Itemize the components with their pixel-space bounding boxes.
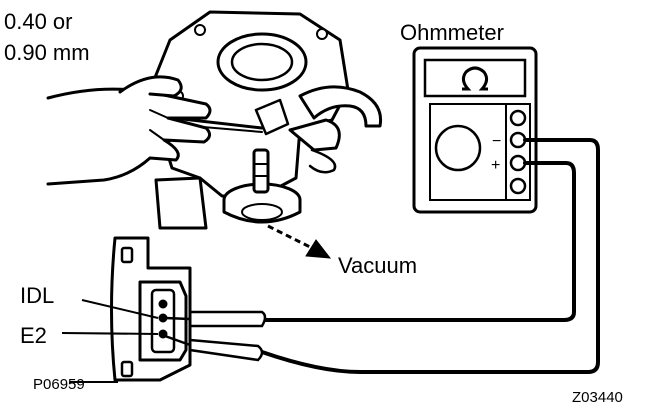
lead-negative-wire (260, 138, 600, 374)
terminal-idl-label: IDL (20, 283, 54, 308)
terminal-leaders (61, 299, 159, 383)
vacuum-arrow (267, 224, 332, 259)
throttle-plate (230, 42, 294, 82)
mount-boss-lower (120, 360, 134, 378)
carburetor (148, 10, 383, 230)
ohmmeter (412, 46, 538, 214)
pin-idl (158, 313, 168, 323)
test-leads (260, 138, 600, 374)
polarity-negative: − (492, 133, 501, 150)
vacuum-arrow-shaft (267, 224, 313, 250)
linkage-hook (308, 148, 337, 174)
polarity-positive: + (491, 157, 500, 174)
thumb (118, 75, 183, 98)
idl-leader (81, 299, 159, 319)
linkage-arm (298, 85, 383, 128)
ohmmeter-terminal-negative (509, 131, 527, 149)
ohmmeter-terminal-1 (509, 109, 527, 127)
mount-boss-upper (120, 246, 134, 264)
gap-label-line1: 0.40 or (4, 9, 73, 34)
finger-line-2 (149, 129, 165, 141)
vacuum-label: Vacuum (338, 253, 417, 278)
lower-housing (154, 176, 208, 230)
figure-code: Z03440 (572, 389, 623, 406)
hand (46, 75, 212, 186)
probe-upper (188, 310, 267, 328)
connector-socket (150, 288, 176, 354)
linkage-lever (288, 118, 341, 152)
flange-hole-1 (194, 24, 206, 36)
flange-hole-2 (316, 28, 328, 40)
adjust-screw (254, 98, 290, 136)
finger-line-1 (149, 109, 169, 119)
part-code: P06959 (33, 376, 85, 393)
ohmmeter-terminal-4 (509, 177, 527, 195)
ohmmeter-dial (434, 124, 482, 172)
ohmmeter-face-frame (429, 103, 507, 201)
ohmmeter-case (412, 46, 538, 214)
sensor-connector (110, 236, 192, 382)
ohmmeter-label: Ohmmeter (400, 20, 504, 45)
terminal-e2-label: E2 (20, 323, 47, 348)
e2-leader (61, 332, 159, 335)
pin-vc (158, 299, 168, 309)
vacuum-plunger (252, 148, 270, 194)
sensor-housing (110, 236, 192, 382)
test-probes (164, 310, 267, 362)
ohm-symbol-icon (461, 66, 489, 91)
ohmmeter-terminal-strip (505, 103, 531, 201)
vacuum-arrow-head (305, 239, 332, 259)
gap-label-line2: 0.90 mm (4, 40, 90, 65)
connector-body (138, 280, 188, 362)
vacuum-diaphragm-cap (241, 203, 283, 221)
pin-e2 (158, 329, 168, 339)
probe-lower (188, 338, 264, 362)
ohmmeter-terminal-positive (509, 154, 527, 172)
ohmmeter-display (423, 58, 527, 98)
lead-positive-wire (260, 161, 576, 322)
